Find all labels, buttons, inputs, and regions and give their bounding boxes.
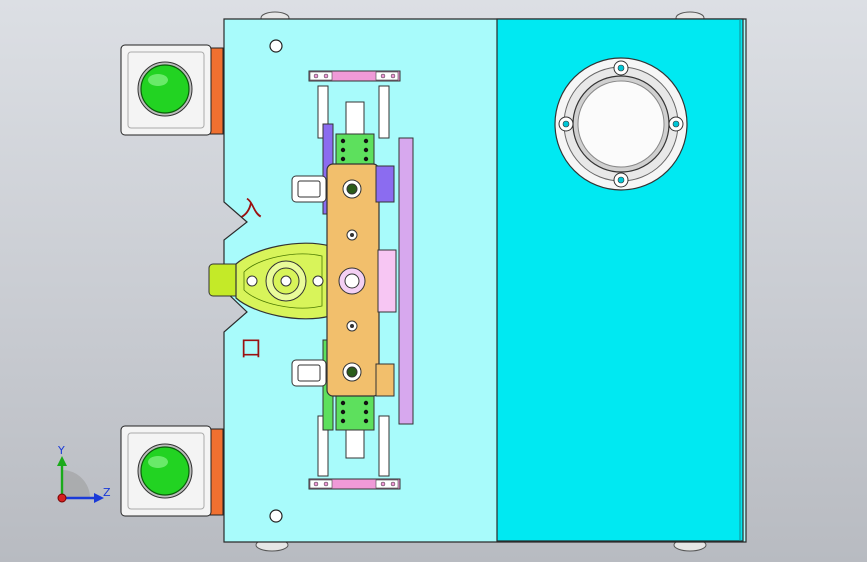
guide-bar[interactable]	[398, 137, 414, 425]
clamp-block[interactable]	[326, 163, 397, 397]
bottom-button-assembly[interactable]	[120, 425, 224, 517]
triad-y-label: Y	[57, 444, 65, 457]
side-tabs	[291, 175, 327, 387]
rotary-arm[interactable]	[208, 242, 331, 320]
axis-triad-icon: Y Z	[57, 444, 111, 503]
top-rail[interactable]	[308, 70, 401, 82]
push-button-icon[interactable]	[140, 64, 190, 114]
bottom-rail[interactable]	[308, 478, 401, 490]
round-port[interactable]	[554, 57, 688, 191]
triad-z-label: Z	[103, 486, 111, 499]
green-pads	[335, 133, 375, 431]
plate-mark-upper: 入	[240, 197, 262, 222]
mounting-hole	[269, 39, 283, 53]
push-button-icon[interactable]	[140, 446, 190, 496]
top-button-assembly[interactable]	[120, 44, 224, 136]
mounting-hole	[269, 509, 283, 523]
plate-mark-lower: 口	[240, 337, 262, 362]
